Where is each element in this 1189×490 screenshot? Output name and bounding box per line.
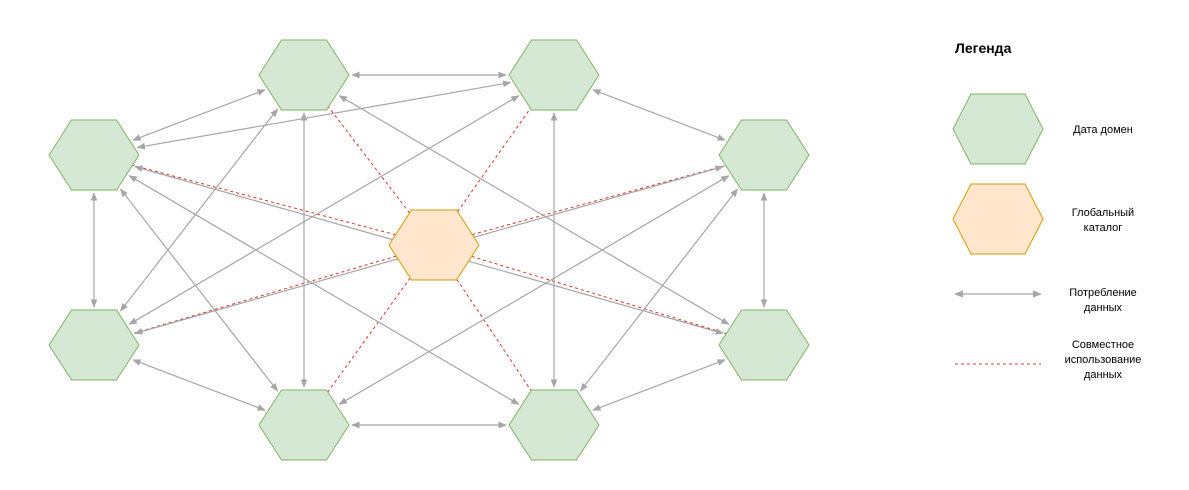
- data-sharing-line-n5: [131, 255, 397, 335]
- data-domain-hexagon-n8: [508, 389, 600, 461]
- data-consumption-arrow-n5-n7: [132, 359, 266, 411]
- data-consumption-arrow-n2-n3: [136, 80, 512, 150]
- legend-sharing-label-line2: использование: [1065, 354, 1142, 366]
- data-domain-hexagon-n5: [48, 309, 140, 381]
- legend-catalog-hexagon: [952, 183, 1044, 255]
- data-consumption-arrow-n2-n4: [592, 89, 726, 141]
- legend-sharing-label-line3: данных: [1084, 369, 1123, 381]
- data-consumption-arrow-n8-n4: [579, 188, 739, 392]
- legend-catalog-label-line1: Глобальный: [1072, 207, 1134, 219]
- data-sharing-line-n3: [132, 164, 396, 236]
- legend-domain-hexagon: [952, 93, 1044, 165]
- data-consumption-arrow-n6-n8: [592, 359, 726, 411]
- data-domain-hexagon-n7: [258, 389, 350, 461]
- legend-consumption-label-line1: Потребление: [1069, 287, 1137, 299]
- data-sharing-line-n1: [328, 106, 410, 214]
- data-consumption-arrow-n3-n7: [119, 188, 279, 392]
- data-sharing-line-n6: [471, 255, 727, 335]
- data-domain-hexagon-n2: [508, 39, 600, 111]
- legend-catalog-label-line2: каталог: [1084, 222, 1123, 234]
- data-domain-hexagon-n4: [718, 119, 810, 191]
- data-sharing-line-n2: [457, 108, 531, 212]
- legend-domain-label: Дата домен: [1073, 124, 1133, 136]
- data-consumption-arrows: [90, 71, 768, 429]
- data-domain-hexagon-n3: [48, 119, 140, 191]
- global-catalog-hexagon: [388, 209, 480, 281]
- legend: Легенда Дата домен Глобальный каталог По…: [952, 40, 1142, 381]
- diagram-nodes: [48, 39, 810, 461]
- legend-consumption-label-line2: данных: [1084, 302, 1123, 314]
- data-domain-hexagon-n6: [718, 309, 810, 381]
- data-consumption-arrow-n1-n5: [119, 108, 279, 312]
- legend-sharing-label-line1: Совместное: [1072, 339, 1134, 351]
- data-sharing-line-n7: [327, 277, 411, 393]
- legend-title: Легенда: [955, 40, 1012, 56]
- data-domain-hexagon-n1: [258, 39, 350, 111]
- data-consumption-arrow-n1-n3: [132, 89, 266, 141]
